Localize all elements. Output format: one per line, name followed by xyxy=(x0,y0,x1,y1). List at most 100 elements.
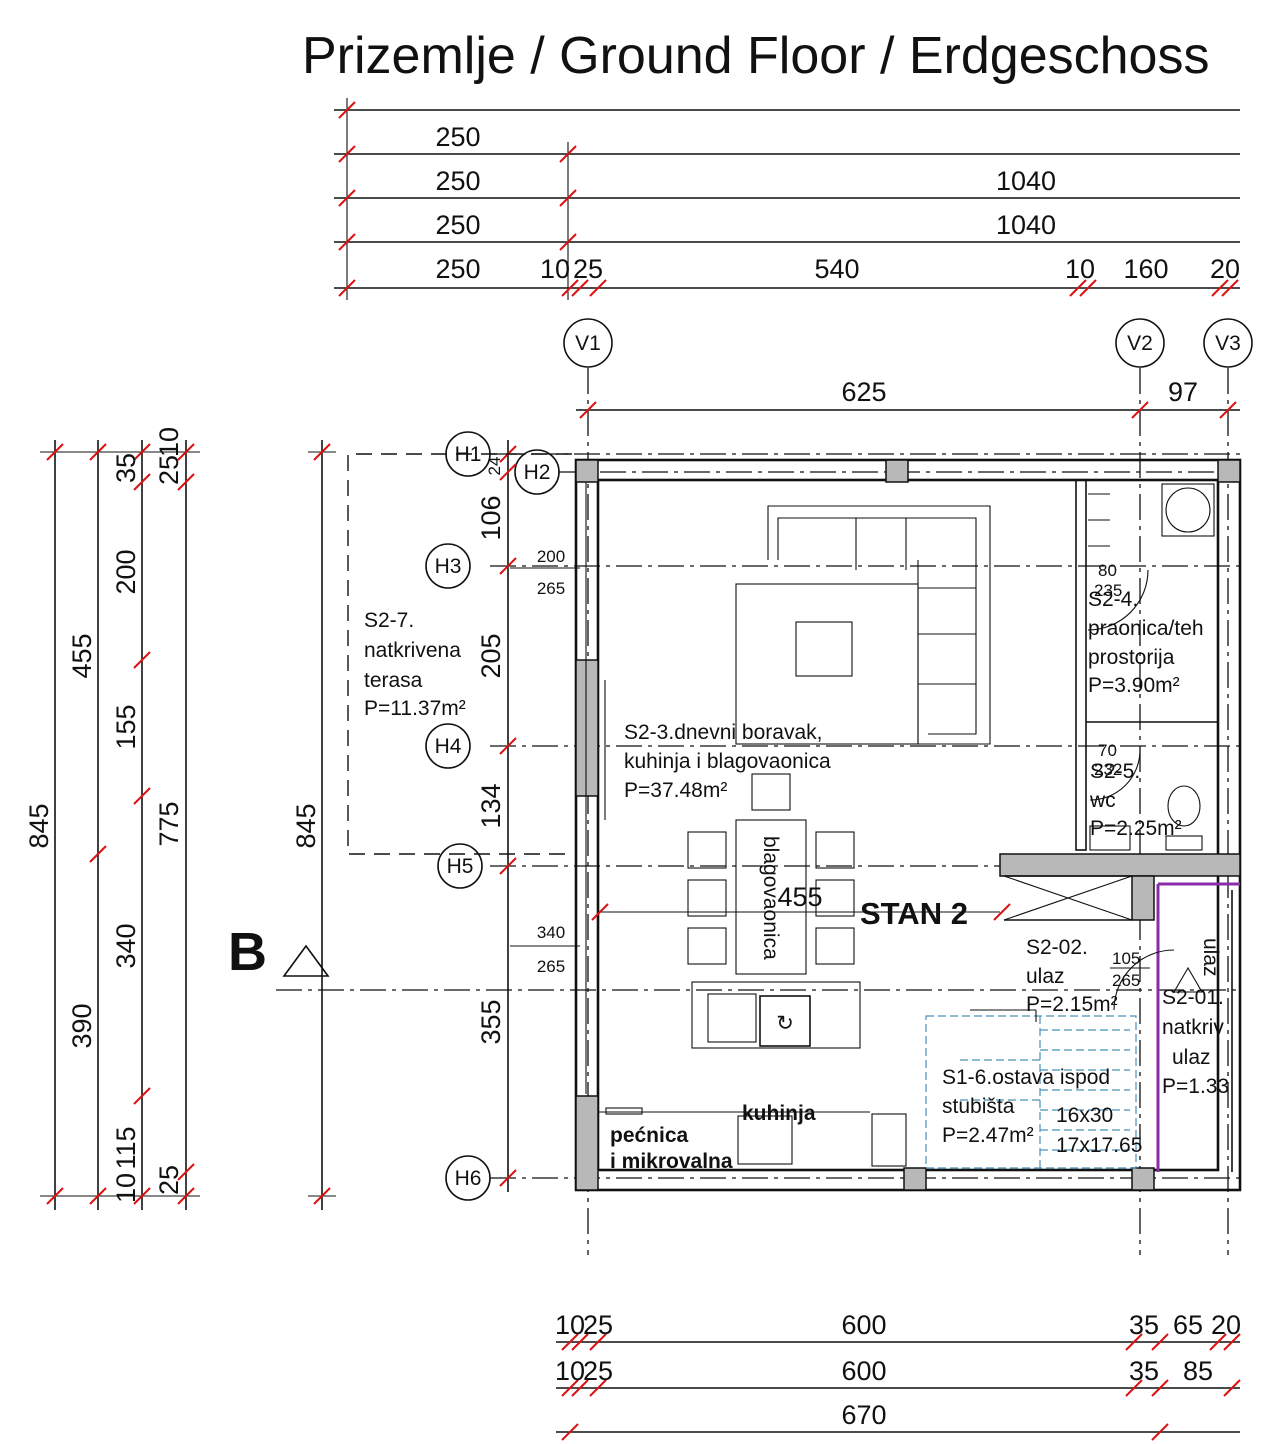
window-column-west xyxy=(575,659,599,797)
dining-chair-r3 xyxy=(815,927,855,965)
cooktop-icon: ↻ xyxy=(776,1012,794,1035)
axis-h6-label: H6 xyxy=(455,1167,482,1190)
top-dim-r1-0: 250 xyxy=(435,122,480,152)
left-dim-10-top: 10 xyxy=(154,427,184,457)
inner-dim-205: 205 xyxy=(476,633,506,678)
wc-dim-1: 232 xyxy=(1094,760,1122,779)
column-ne xyxy=(1217,459,1241,483)
dining-chair-l3 xyxy=(687,927,727,965)
column-entry xyxy=(1131,875,1155,921)
storage-label-0: S1-6.ostava ispod xyxy=(942,1066,1110,1089)
wc-label-1: wc xyxy=(1089,789,1116,812)
terrace-area: S2-7. natkrivena terasa P=11.37m² xyxy=(347,453,572,855)
left-dim-155: 155 xyxy=(111,704,141,749)
laundry-dim-1: 235 xyxy=(1094,581,1122,600)
washing-machine xyxy=(1161,483,1215,537)
axis-h3-label: H3 xyxy=(435,555,462,578)
v-dim-0: 625 xyxy=(841,377,886,407)
stair-dim-0: 16x30 xyxy=(1056,1104,1113,1127)
left-dim-390: 390 xyxy=(67,1003,97,1048)
entrance-dim-0: 105 xyxy=(1112,949,1140,968)
inner-dim-106: 106 xyxy=(476,495,506,540)
terrace-label-2: terasa xyxy=(364,669,423,692)
left-dim-455: 455 xyxy=(67,633,97,678)
bottom-dim-r2-0: 10 xyxy=(555,1356,585,1386)
kitchen-label: kuhinja xyxy=(742,1102,816,1125)
living-label-1: kuhinja i blagovaonica xyxy=(624,750,831,773)
dining-chair-r2 xyxy=(815,879,855,917)
axis-v2-label: V2 xyxy=(1127,332,1153,355)
inner-dim-355: 355 xyxy=(476,999,506,1044)
left-dim-10-bottom: 10 xyxy=(111,1173,141,1203)
room-labels: S2-3.dnevni boravak, kuhinja i blagovaon… xyxy=(610,561,1229,1173)
bottom-dim-r2-2: 600 xyxy=(841,1356,886,1386)
entrance-label-1: ulaz xyxy=(1026,965,1065,988)
inner-dim-24: 24 xyxy=(485,457,504,476)
wc-area-value: P=2.25m² xyxy=(1090,817,1182,840)
bottom-dim-r1-1: 25 xyxy=(583,1310,613,1340)
fridge xyxy=(871,1113,907,1167)
axis-v1-label: V1 xyxy=(575,332,601,355)
terrace-area-value: P=11.37m² xyxy=(364,697,466,720)
section-letter: B xyxy=(228,922,267,982)
axis-h4-label: H4 xyxy=(435,735,462,758)
entrance-label-0: S2-02. xyxy=(1026,936,1088,959)
oven-label-0: pećnica xyxy=(610,1124,689,1147)
inner-dim-134: 134 xyxy=(476,783,506,828)
left-dim-845-b: 845 xyxy=(291,803,321,848)
oven-edge xyxy=(605,1107,643,1115)
entry-arrow xyxy=(1173,966,1203,993)
wc-label-0: S2-5. xyxy=(1090,760,1140,783)
top-dim-r4-1: 10 xyxy=(540,254,570,284)
top-dim-r2-1: 1040 xyxy=(996,166,1056,196)
left-dim-25-top: 25 xyxy=(154,455,184,485)
laundry-label-1: praonica/teh xyxy=(1088,617,1204,640)
dining-dim: 455 xyxy=(777,882,822,912)
bottom-dim-r1-3: 35 xyxy=(1129,1310,1159,1340)
axis-v3-label: V3 xyxy=(1215,332,1241,355)
entrance-area-value: P=2.15m² xyxy=(1026,993,1118,1016)
column-nw xyxy=(575,459,599,483)
bottom-dimension-chains: 10 25 600 35 65 20 10 25 600 35 85 670 xyxy=(555,1310,1241,1441)
rug xyxy=(735,583,919,745)
stairs xyxy=(925,1009,1137,1169)
bottom-dim-r2-3: 35 xyxy=(1129,1356,1159,1386)
kitchen-hob xyxy=(737,1115,793,1165)
top-dimension-chains: 250 250 1040 250 1040 250 10 25 540 10 1… xyxy=(334,98,1240,300)
column-s-mid xyxy=(903,1167,927,1191)
inner-dim-265-b: 265 xyxy=(537,957,565,976)
column-se xyxy=(1131,1167,1155,1191)
bottom-dim-r1-5: 20 xyxy=(1211,1310,1241,1340)
building-walls xyxy=(574,458,1242,1192)
oven-label-1: i mikrovalna xyxy=(610,1150,733,1173)
toilet-tank xyxy=(1165,835,1203,851)
island-cooktop xyxy=(759,995,811,1047)
bottom-dim-r1-2: 600 xyxy=(841,1310,886,1340)
stair-dim-1: 17x17.65 xyxy=(1056,1134,1142,1157)
top-dim-r4-5: 160 xyxy=(1123,254,1168,284)
left-dim-35: 35 xyxy=(111,453,141,483)
island-sink xyxy=(707,993,757,1043)
left-dim-775: 775 xyxy=(154,801,184,846)
bottom-dim-r2-1: 25 xyxy=(583,1356,613,1386)
bottom-dim-r1-4: 65 xyxy=(1173,1310,1203,1340)
dining-label: blagovaonica xyxy=(759,836,782,960)
inner-dim-265-a: 265 xyxy=(537,579,565,598)
column-sw xyxy=(575,1095,599,1191)
dining-table xyxy=(735,819,807,975)
storage-label-1: stubišta xyxy=(942,1095,1015,1118)
left-dim-200: 200 xyxy=(111,549,141,594)
horizontal-axes: H1 H2 H3 H4 H5 H6 24 106 200 265 205 134… xyxy=(425,431,1240,1201)
dining-chair-r1 xyxy=(815,831,855,869)
laundry-label-2: prostorija xyxy=(1088,646,1175,669)
living-label-0: S2-3.dnevni boravak, xyxy=(624,721,822,744)
vertical-axes: V1 V2 V3 625 97 xyxy=(563,318,1253,1255)
wc-door-swing xyxy=(1089,749,1141,801)
left-dim-340: 340 xyxy=(111,923,141,968)
axis-h2-label: H2 xyxy=(524,461,551,484)
left-dim-25-bottom: 25 xyxy=(154,1165,184,1195)
covered-entrance-label-0: S2-01. xyxy=(1162,986,1224,1009)
kitchen-island xyxy=(691,981,861,1049)
laundry-area-value: P=3.90m² xyxy=(1088,674,1180,697)
left-dim-845-a: 845 xyxy=(24,803,54,848)
